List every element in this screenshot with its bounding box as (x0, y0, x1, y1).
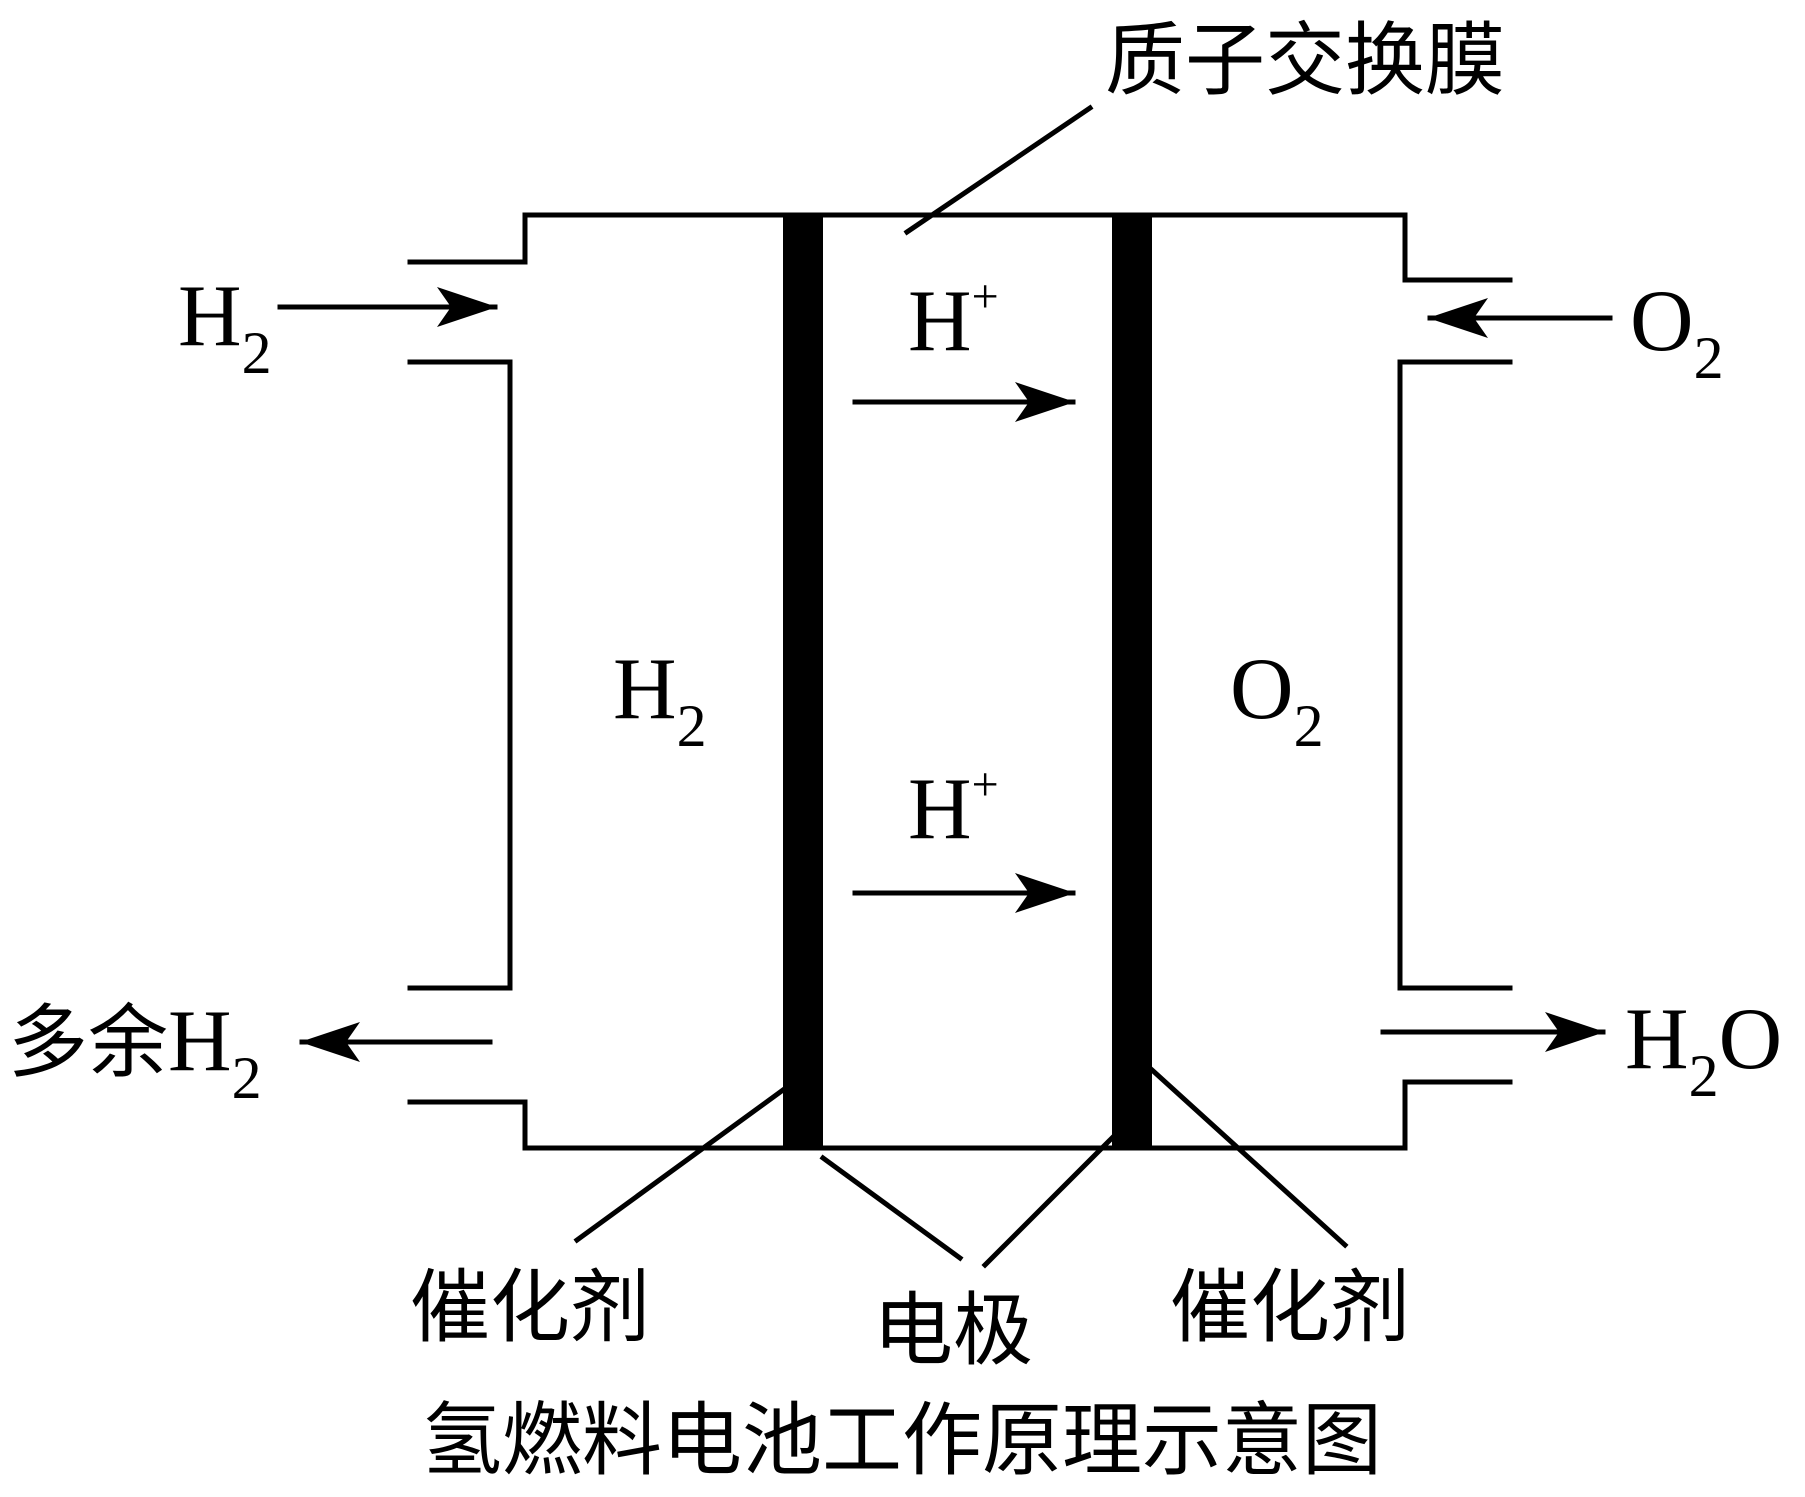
cell-housing (407, 212, 1513, 1151)
excess-h2-label: 多余H2 (8, 993, 262, 1111)
h2o-outlet-label: H2O (1625, 991, 1782, 1109)
electrode-right-leader-line (981, 1134, 1116, 1269)
electrode-left-leader-line (819, 1154, 964, 1262)
proton-label-top: H+ (908, 270, 999, 370)
catalyst-right-label: 催化剂 (1170, 1265, 1410, 1353)
left-electrode (783, 215, 823, 1148)
o2-chamber-label: O2 (1230, 641, 1324, 759)
membrane-label: 质子交换膜 (1105, 18, 1505, 106)
h2-inlet-label: H2 (178, 268, 272, 386)
left-side-wall (407, 359, 513, 991)
left-inlet-top-wall (407, 212, 528, 265)
right-outlet-bottom-wall (1402, 1079, 1513, 1151)
right-side-wall (1397, 359, 1513, 991)
electrode-label: 电极 (873, 1288, 1033, 1376)
right-electrode (1112, 215, 1152, 1148)
left-outlet-bottom-wall (407, 1099, 528, 1151)
catalyst-left-leader-line (573, 1086, 787, 1244)
catalyst-right-leader-line (1148, 1066, 1349, 1249)
right-inlet-top-wall (1402, 212, 1513, 283)
proton-label-bottom: H+ (908, 758, 999, 858)
o2-inlet-label: O2 (1630, 273, 1724, 391)
catalyst-left-label: 催化剂 (410, 1265, 650, 1353)
diagram-title: 氢燃料电池工作原理示意图 (422, 1398, 1382, 1486)
h2-chamber-label: H2 (613, 641, 707, 759)
membrane-leader-line (903, 104, 1094, 236)
